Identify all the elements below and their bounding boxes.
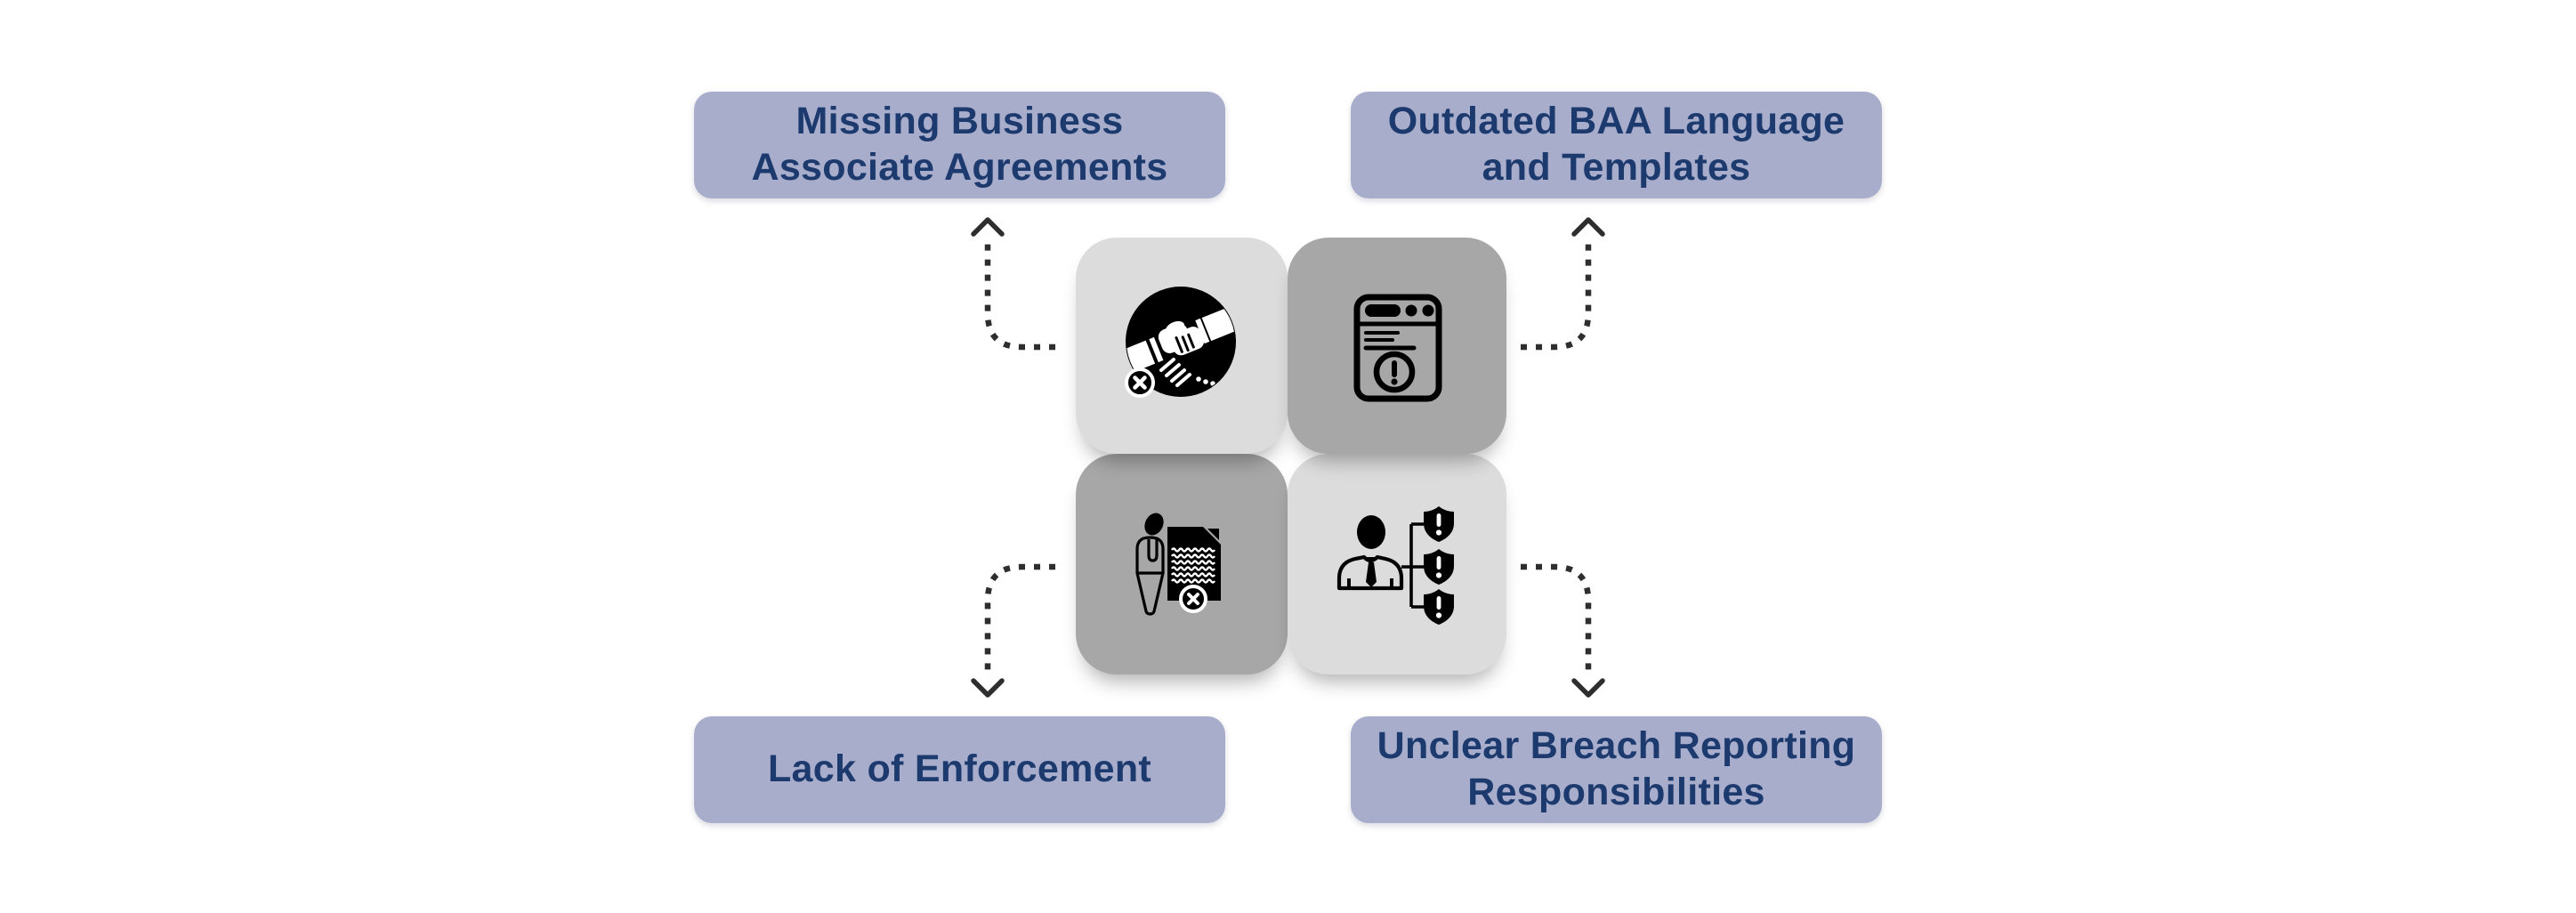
arrow-top-right-head <box>1571 217 1605 237</box>
label-unclear-breach: Unclear Breach Reporting Responsibilitie… <box>1351 716 1882 823</box>
arrow-top-right-line <box>1521 238 1592 351</box>
label-lack-enforcement-text: Lack of Enforcement <box>767 747 1152 791</box>
label-missing-baa-text: Missing Business Associate Agreements <box>751 100 1168 189</box>
person-breach-shields-icon <box>1336 506 1454 625</box>
tile-lack-enforcement <box>1076 454 1288 675</box>
label-missing-baa: Missing Business Associate Agreements <box>694 92 1225 198</box>
person-rejected-contract-icon <box>1135 513 1221 616</box>
arrow-bottom-left-head <box>971 678 1005 698</box>
arrow-bottom-right-head <box>1571 678 1605 698</box>
label-outdated-baa-text: Outdated BAA Language and Templates <box>1387 100 1845 189</box>
label-outdated-baa: Outdated BAA Language and Templates <box>1351 92 1882 198</box>
arrow-top-left-head <box>971 217 1005 237</box>
arrow-top-left-line <box>984 238 1055 351</box>
tile-unclear-breach <box>1288 454 1506 675</box>
tile-outdated-template <box>1288 238 1506 454</box>
tile-handshake-cancelled <box>1076 238 1288 454</box>
label-unclear-breach-text: Unclear Breach Reporting Responsibilitie… <box>1377 724 1856 813</box>
label-lack-enforcement: Lack of Enforcement <box>694 716 1225 823</box>
handshake-cancelled-icon <box>1125 287 1236 398</box>
arrow-bottom-left-line <box>984 563 1055 676</box>
outdated-template-warning-icon <box>1353 294 1442 402</box>
arrow-bottom-right-line <box>1521 563 1592 676</box>
